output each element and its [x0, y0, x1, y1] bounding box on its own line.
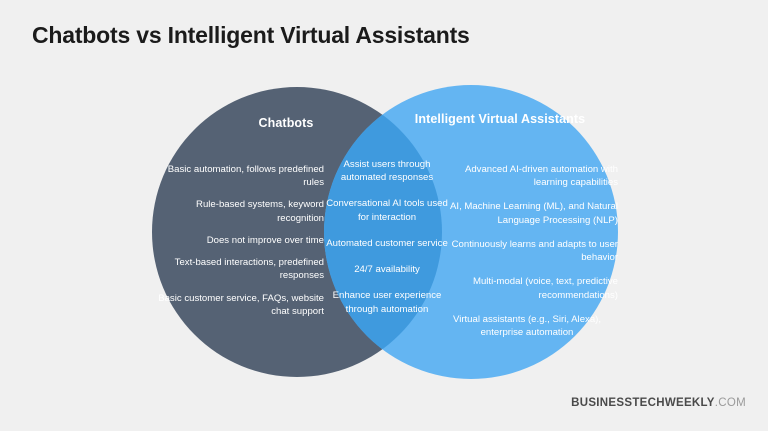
venn-left-heading: Chatbots [258, 116, 314, 130]
list-item: Basic automation, follows predefined rul… [167, 164, 324, 189]
list-item: Multi-modal (voice, text, predictive rec… [472, 276, 618, 301]
venn-left-items: Basic automation, follows predefined rul… [150, 163, 324, 318]
list-item: Enhance user experience through automati… [332, 290, 442, 315]
list-item: 24/7 availability [354, 264, 420, 276]
list-item: Does not improve over time [206, 234, 324, 246]
venn-right-heading: Intelligent Virtual Assistants [414, 112, 586, 126]
list-item: Basic customer service, FAQs, website ch… [158, 292, 324, 317]
venn-overlap-region [324, 87, 442, 377]
page-title: Chatbots vs Intelligent Virtual Assistan… [32, 22, 470, 48]
brand-name: BUSINESSTECHWEEKLY [571, 397, 715, 409]
brand-tld: .COM [714, 397, 746, 409]
venn-overlap-items: Assist users through automated responses… [325, 158, 449, 329]
list-item: Virtual assistants (e.g., Siri, Alexa), … [452, 313, 602, 339]
list-item: Rule-based systems, keyword recognition [196, 199, 324, 224]
list-item: AI, Machine Learning (ML), and Natural L… [450, 201, 618, 226]
list-item: Automated customer service [326, 237, 448, 249]
list-item: Advanced AI-driven automation with learn… [464, 164, 618, 189]
list-item: Text-based interactions, predefined resp… [174, 257, 324, 282]
list-item: Conversational AI tools used for interac… [326, 198, 448, 223]
list-item: Continuously learns and adapts to user b… [451, 238, 618, 264]
venn-right-items: Advanced AI-driven automation with learn… [446, 163, 618, 350]
list-item: Assist users through automated responses [340, 159, 434, 184]
brand-watermark: BUSINESSTECHWEEKLY.COM [571, 397, 746, 409]
